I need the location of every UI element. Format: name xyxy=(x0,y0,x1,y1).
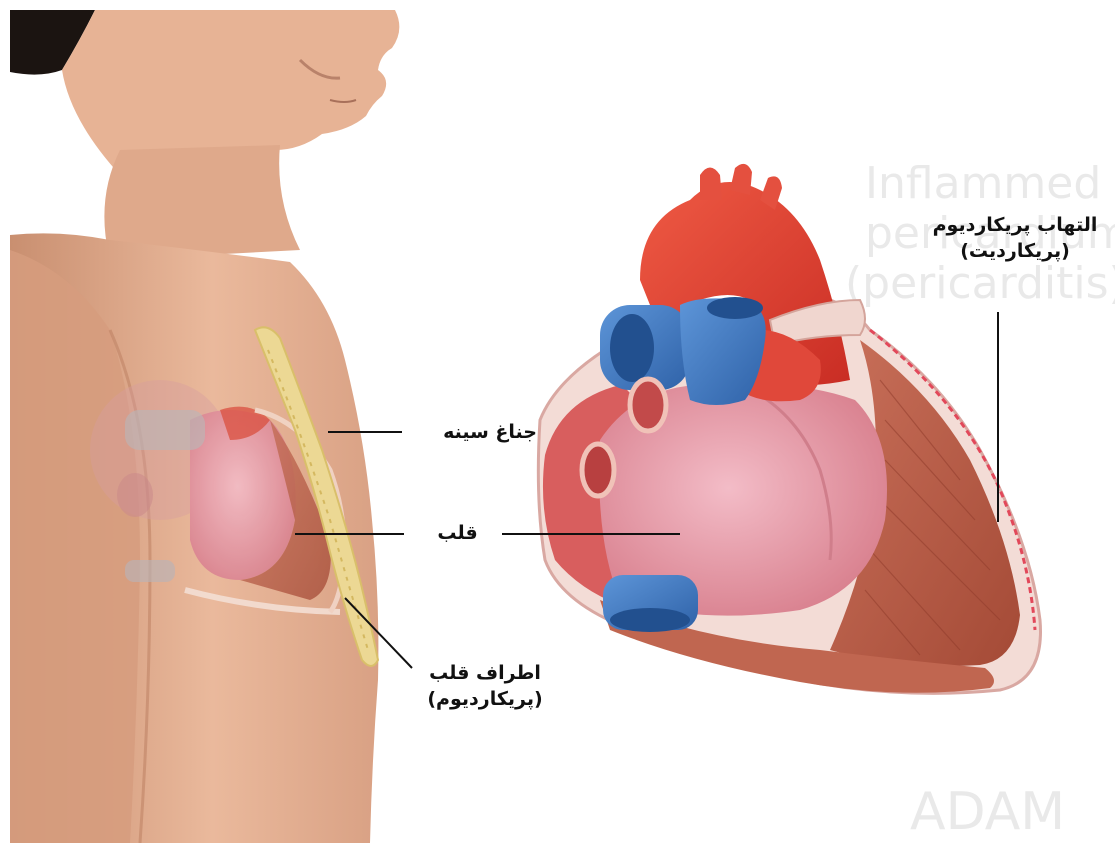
label-inflamed-line2: (پریکاردیت) xyxy=(920,238,1110,264)
label-pericardium-line2: (پریکاردیوم) xyxy=(405,686,565,712)
label-heart-text: قلب xyxy=(420,520,495,546)
label-inflamed-pericardium: التهاب پریکاردیوم (پریکاردیت) xyxy=(920,212,1110,264)
torso-illustration xyxy=(10,10,399,843)
label-inflamed-line1: التهاب پریکاردیوم xyxy=(920,212,1110,238)
label-sternum-text: جناغ سینه xyxy=(412,419,537,445)
label-sternum: جناغ سینه xyxy=(412,419,537,445)
label-heart: قلب xyxy=(420,520,495,546)
label-pericardium: اطراف قلب (پریکاردیوم) xyxy=(405,660,565,712)
label-pericardium-line1: اطراف قلب xyxy=(405,660,565,686)
